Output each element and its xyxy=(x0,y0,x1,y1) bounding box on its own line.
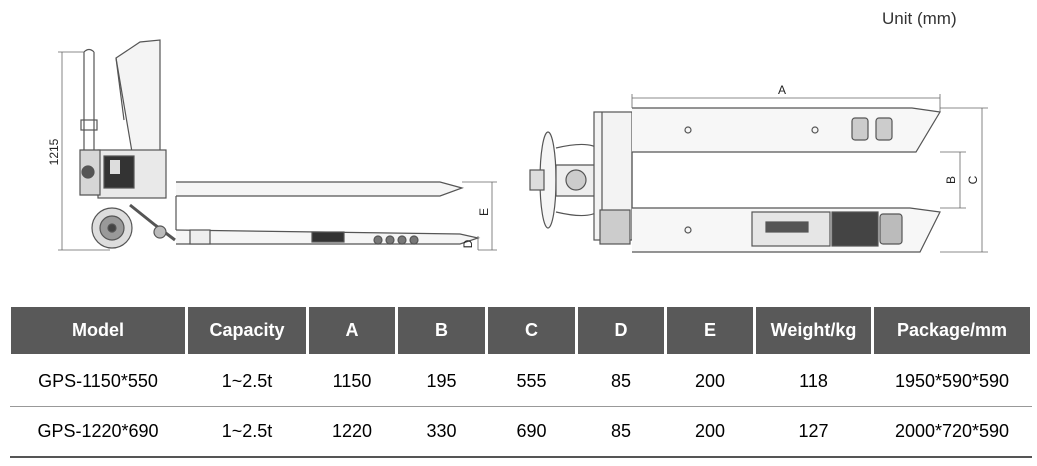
cell-d: 85 xyxy=(576,355,666,407)
cell-a: 1150 xyxy=(307,355,397,407)
header-b: B xyxy=(395,304,488,357)
cell-e: 200 xyxy=(665,355,755,407)
dim-label-d: D xyxy=(461,239,475,248)
cell-model: GPS-1150*550 xyxy=(9,355,187,407)
cell-e: 200 xyxy=(665,406,755,458)
dim-label-e: E xyxy=(477,208,491,216)
header-package: Package/mm xyxy=(871,304,1033,357)
cell-c: 690 xyxy=(486,406,577,458)
cell-weight: 118 xyxy=(754,355,873,407)
cell-d: 85 xyxy=(576,406,666,458)
table-row: GPS-1150*550 1~2.5t 1150 195 555 85 200 … xyxy=(9,355,1032,407)
cell-a: 1220 xyxy=(307,406,397,458)
header-model: Model xyxy=(8,304,188,357)
cell-model: GPS-1220*690 xyxy=(9,406,187,458)
unit-label: Unit (mm) xyxy=(882,9,957,28)
side-view-drawing xyxy=(79,39,481,249)
header-e: E xyxy=(664,304,756,357)
top-view-drawing xyxy=(529,107,941,253)
header-a: A xyxy=(306,304,398,357)
dim-label-c: C xyxy=(966,175,980,184)
cell-package: 2000*720*590 xyxy=(872,406,1032,458)
pallet-truck-drawing: 1215 E D A B C xyxy=(47,39,988,253)
header-c: C xyxy=(485,304,578,357)
dim-label-a: A xyxy=(778,83,786,97)
header-capacity: Capacity xyxy=(185,304,309,357)
cell-weight: 127 xyxy=(754,406,873,458)
cell-c: 555 xyxy=(486,355,577,407)
dim-label-b: B xyxy=(944,176,958,184)
header-d: D xyxy=(575,304,667,357)
cell-capacity: 1~2.5t xyxy=(186,355,308,407)
header-weight: Weight/kg xyxy=(753,304,874,357)
cell-b: 195 xyxy=(396,355,487,407)
cell-package: 1950*590*590 xyxy=(872,355,1032,407)
cell-capacity: 1~2.5t xyxy=(186,406,308,458)
spec-table: Model Capacity A B C D E Weight/kg Packa… xyxy=(8,304,1033,458)
cell-b: 330 xyxy=(396,406,487,458)
table-row: GPS-1220*690 1~2.5t 1220 330 690 85 200 … xyxy=(9,406,1032,458)
table-header-row: Model Capacity A B C D E Weight/kg Packa… xyxy=(8,304,1033,357)
dim-label-height: 1215 xyxy=(47,138,61,165)
